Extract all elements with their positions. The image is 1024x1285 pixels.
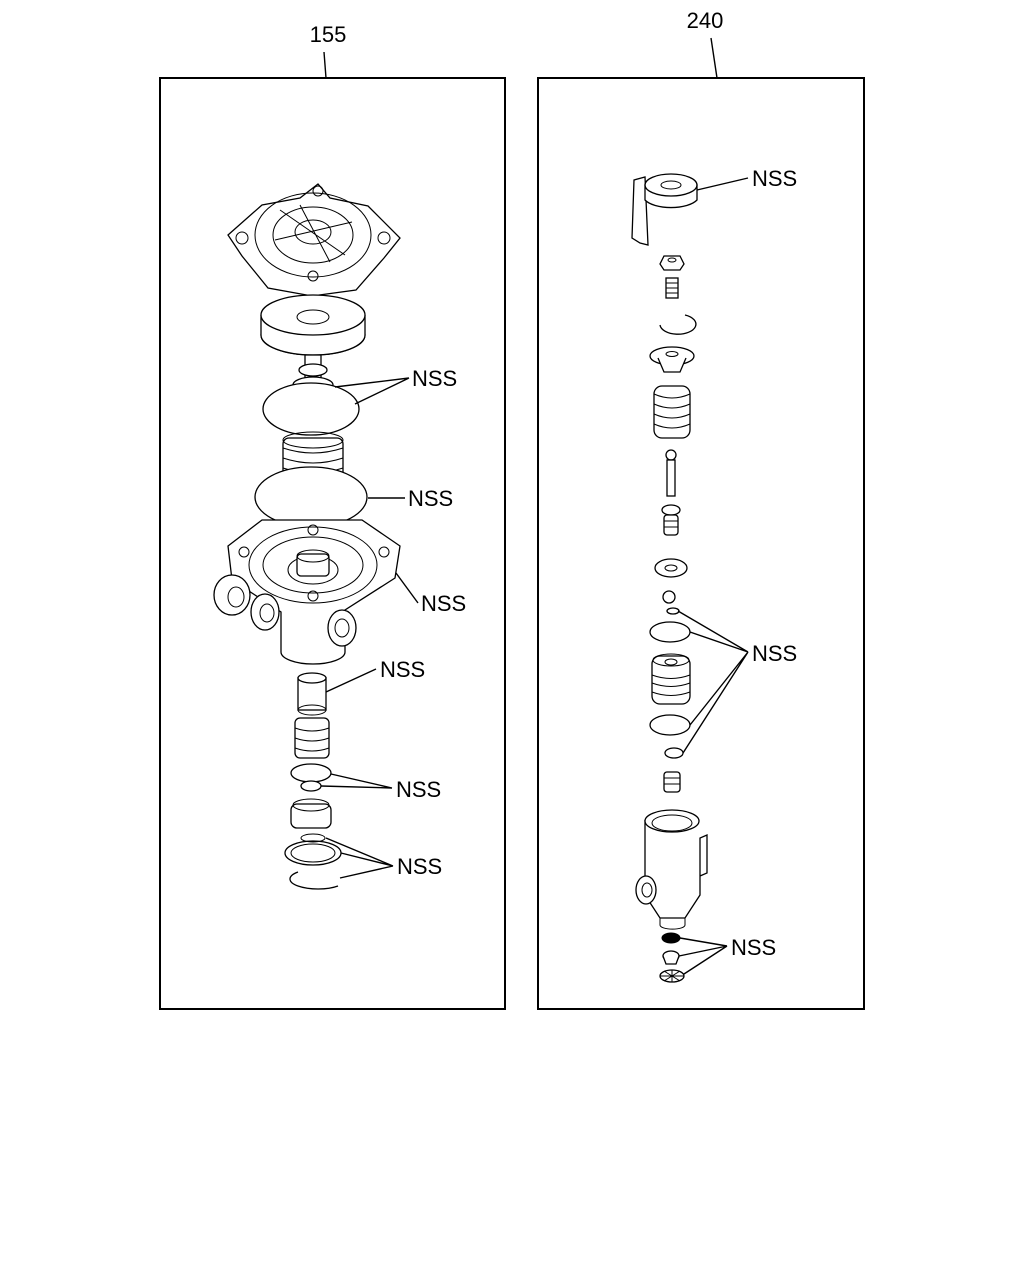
seal-small bbox=[664, 747, 684, 759]
seal-ring bbox=[300, 780, 322, 792]
seal-disc bbox=[290, 763, 332, 783]
nss-label-cap: NSS bbox=[752, 166, 797, 191]
spring-seat bbox=[649, 346, 695, 373]
snap-ring bbox=[289, 871, 339, 890]
cap-tag bbox=[631, 173, 698, 246]
diaphragm-lower bbox=[254, 466, 368, 528]
panel-155-ref-leader bbox=[323, 51, 327, 79]
spring-small bbox=[661, 504, 681, 536]
plug bbox=[290, 798, 332, 829]
valve-ball bbox=[662, 590, 676, 604]
panel-240-ref-leader bbox=[710, 37, 718, 79]
valve-body bbox=[213, 519, 401, 665]
panel-155-ref-number: 155 bbox=[310, 22, 347, 47]
piston bbox=[651, 653, 691, 705]
small-spring bbox=[294, 717, 330, 759]
star-washer bbox=[659, 969, 685, 983]
nss-label-retainer: NSS bbox=[397, 854, 442, 879]
washer bbox=[654, 558, 688, 578]
panel-155-frame bbox=[159, 77, 506, 1010]
nss-label-body-gasket: NSS bbox=[421, 591, 466, 616]
panel-155: 155 bbox=[159, 22, 506, 1010]
valve-body-lower bbox=[635, 809, 708, 930]
bottom-plug bbox=[662, 950, 680, 965]
spring-upper bbox=[653, 385, 691, 439]
panel-240: 240 bbox=[537, 8, 865, 1010]
panel-240-ref-number: 240 bbox=[687, 8, 724, 33]
nss-label-diaphragm-upper: NSS bbox=[412, 366, 457, 391]
nss-label-diaphragm-lower: NSS bbox=[408, 486, 453, 511]
piston-plate bbox=[260, 294, 366, 356]
sleeve bbox=[297, 672, 327, 716]
nss-label-seal: NSS bbox=[396, 777, 441, 802]
plunger bbox=[665, 449, 677, 497]
snap-ring-upper bbox=[659, 314, 697, 335]
o-ring-lower bbox=[649, 714, 691, 736]
spring-bottom bbox=[663, 771, 681, 793]
adjusting-screw bbox=[665, 277, 679, 299]
nss-label-bottom: NSS bbox=[731, 935, 776, 960]
lock-nut bbox=[659, 255, 685, 271]
bottom-seal bbox=[661, 932, 681, 944]
nss-label-sleeve: NSS bbox=[380, 657, 425, 682]
o-ring-upper bbox=[649, 621, 691, 643]
panel-240-frame bbox=[537, 77, 865, 1010]
diaphragm-upper bbox=[262, 382, 360, 436]
valve-top-cover bbox=[227, 183, 401, 297]
o-ring-small bbox=[666, 607, 680, 615]
retainer-plate bbox=[284, 833, 342, 866]
nss-label-seals: NSS bbox=[752, 641, 797, 666]
